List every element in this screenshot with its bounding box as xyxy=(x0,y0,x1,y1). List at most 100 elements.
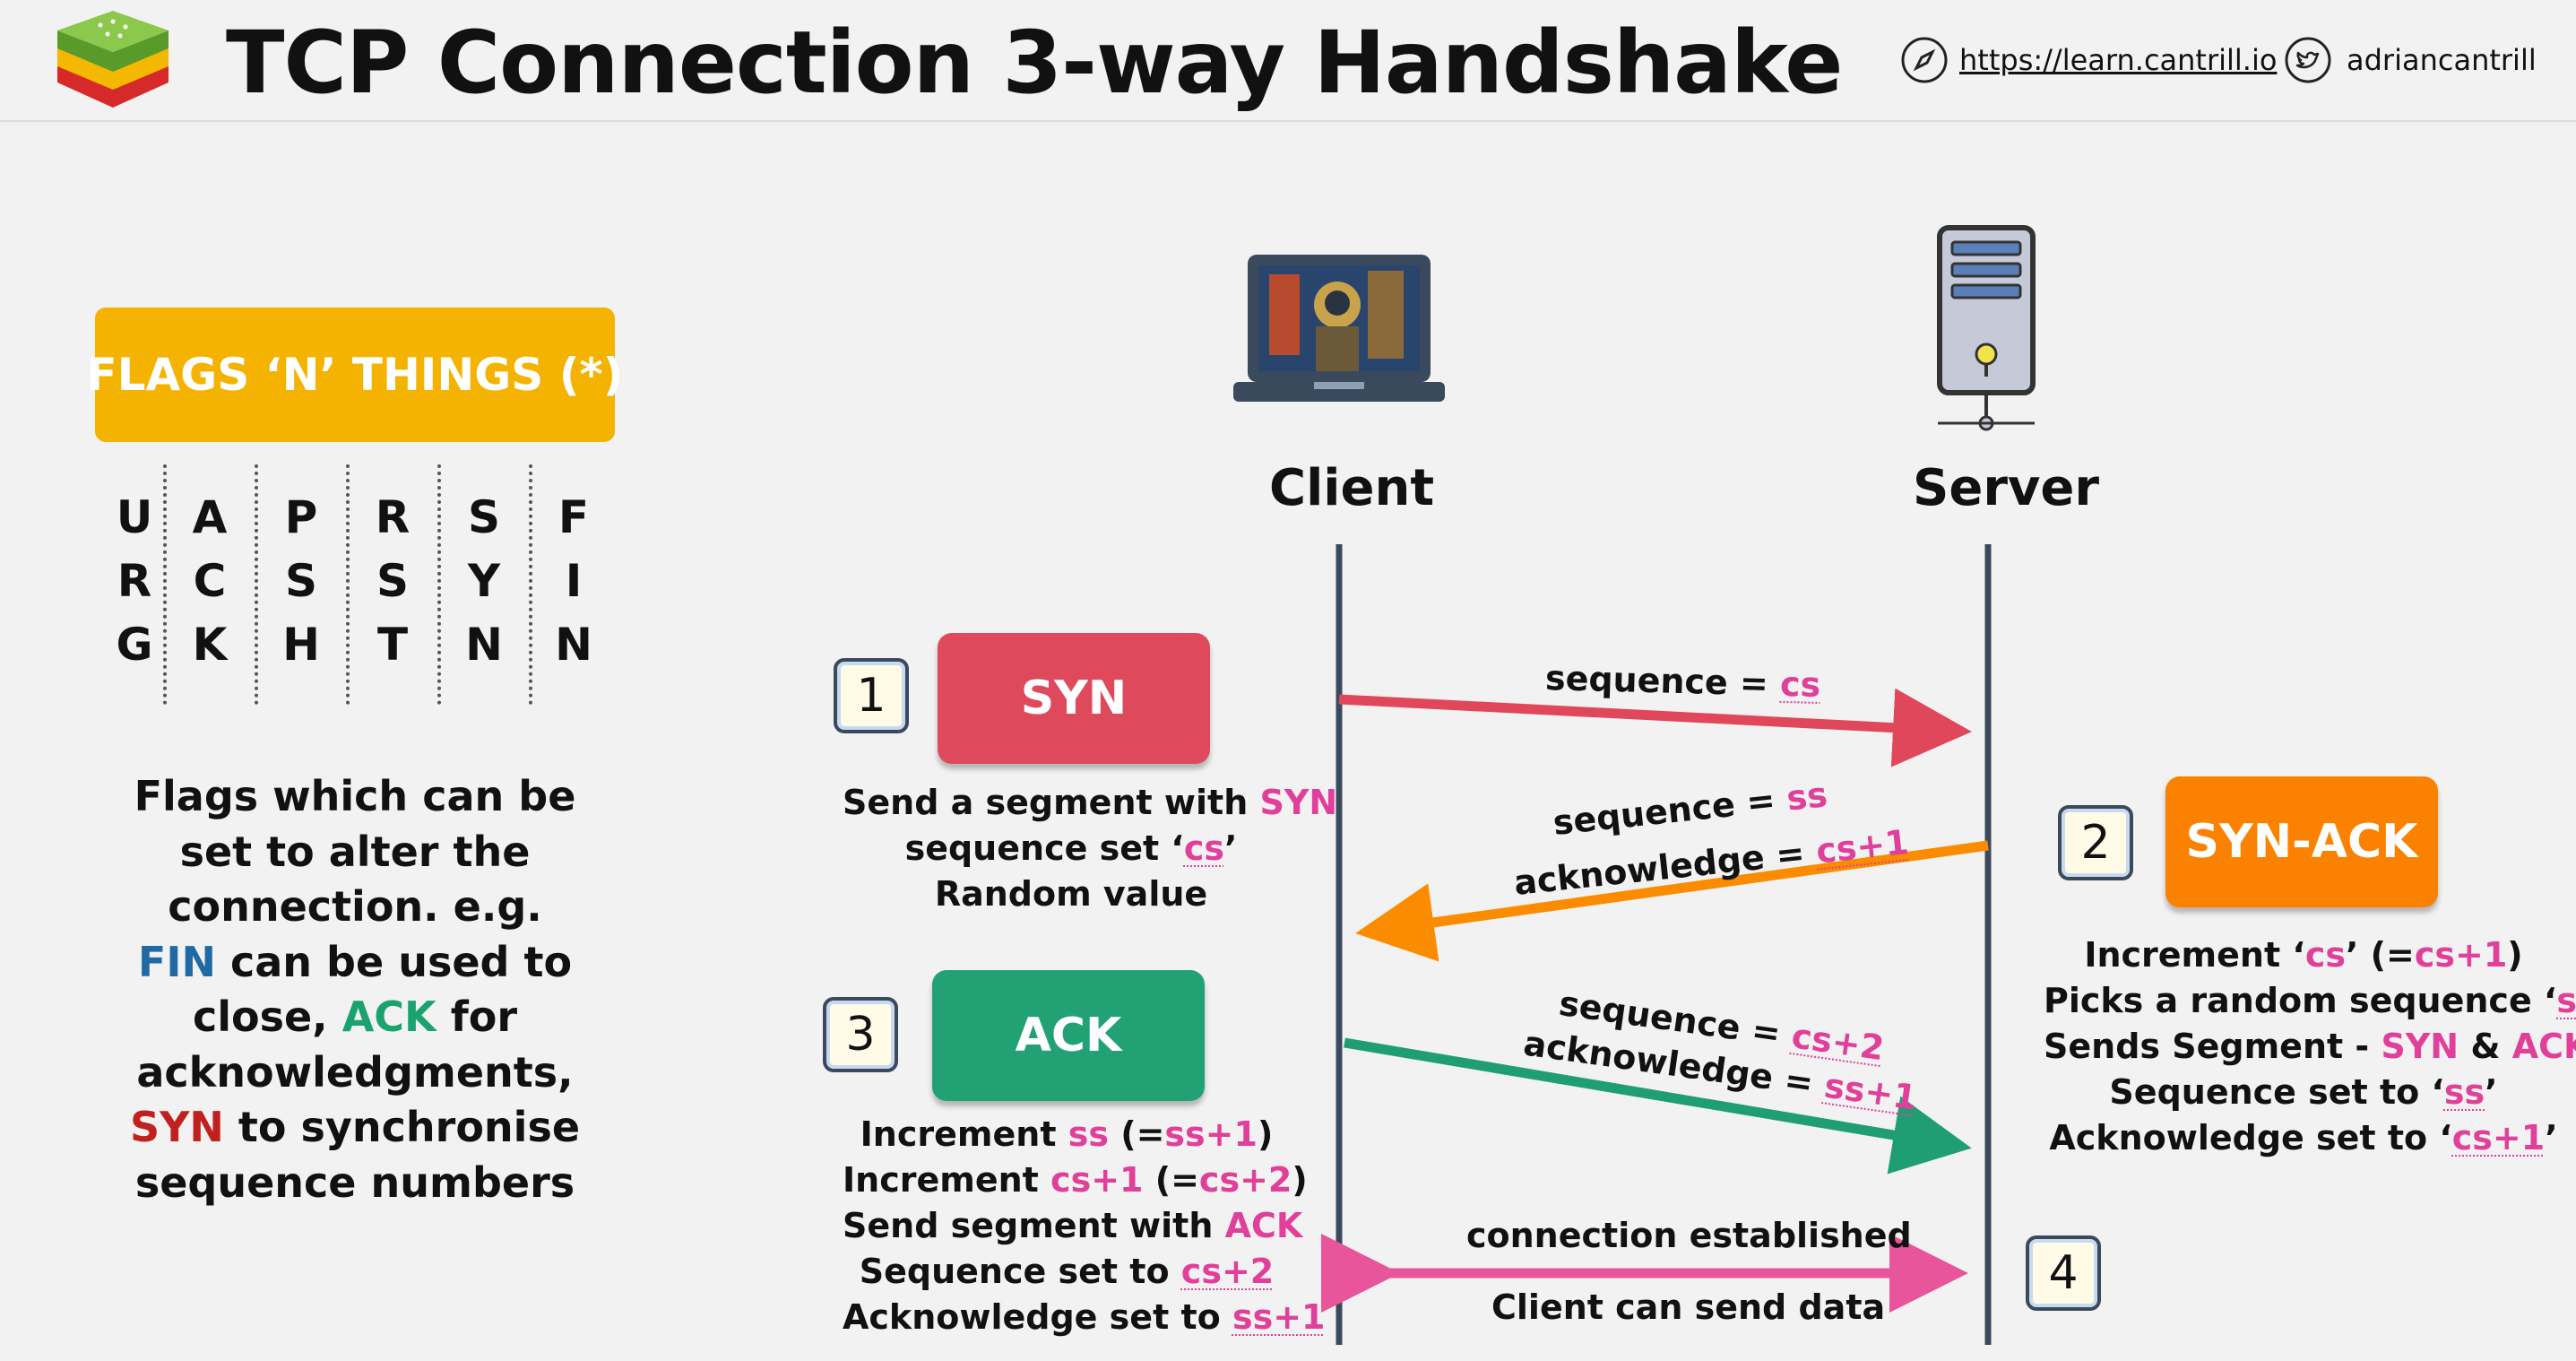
client-send-label: Client can send data xyxy=(1491,1287,1886,1327)
text-line: Increment ‘cs’ (=cs+1) xyxy=(2044,932,2563,978)
text: cs xyxy=(2304,935,2346,975)
text: cs+2 xyxy=(1180,1252,1275,1291)
flag-letter: G xyxy=(116,619,153,671)
flag-letter: N xyxy=(465,619,503,671)
desc-text: close, xyxy=(192,993,342,1041)
step-1-badge: 1 xyxy=(834,658,909,733)
flag-letter: F xyxy=(558,491,590,543)
flag-ack: ACK xyxy=(341,993,437,1041)
step-4-badge: 4 xyxy=(2026,1235,2101,1311)
flags-description: Flags which can be set to alter the conn… xyxy=(117,769,593,1210)
flag-letter: R xyxy=(375,491,411,543)
flag-letter: R xyxy=(117,555,152,607)
text: ’ xyxy=(2545,1118,2558,1157)
desc-line: Flags which can be xyxy=(134,772,576,820)
text: cs xyxy=(1183,828,1224,868)
text: Acknowledge set to ‘ xyxy=(2049,1118,2452,1157)
step-3-badge: 3 xyxy=(823,997,898,1072)
site-link[interactable]: https://learn.cantrill.io xyxy=(1959,43,2278,77)
text: ss xyxy=(1068,1114,1109,1154)
text: Send a segment with xyxy=(843,783,1260,822)
page-title: TCP Connection 3-way Handshake xyxy=(226,13,1843,113)
flag-letter: P xyxy=(284,491,318,543)
flag-syn: SYN xyxy=(129,1103,224,1151)
text-line: Increment cs+1 (=cs+2) xyxy=(843,1157,1308,1203)
text: sequence set ‘ xyxy=(904,828,1184,868)
text: Sequence set to ‘ xyxy=(2109,1072,2444,1112)
text: ss xyxy=(2556,981,2576,1020)
text: (= xyxy=(1143,1160,1199,1200)
text: Picks a random sequence ‘ xyxy=(2044,981,2557,1020)
twitter-handle[interactable]: adriancantrill xyxy=(2347,43,2537,77)
flag-letter: N xyxy=(555,619,592,671)
client-label: Client xyxy=(1269,459,1435,517)
ack-pill: ACK xyxy=(932,970,1205,1101)
text-line: sequence set ‘cs’ xyxy=(843,826,1300,871)
text: ’ xyxy=(1223,828,1238,868)
flag-letter: H xyxy=(282,619,320,671)
text: cs+1 xyxy=(1050,1160,1144,1200)
step-2-badge: 2 xyxy=(2058,805,2133,880)
step-1-text: Send a segment with SYN sequence set ‘cs… xyxy=(843,780,1337,917)
flag-letter: S xyxy=(284,555,317,607)
text-line: Acknowledge set to ss+1 xyxy=(843,1295,1326,1340)
text: ACK xyxy=(1224,1206,1303,1245)
flag-letter: K xyxy=(192,619,228,671)
text: Increment xyxy=(860,1114,1068,1154)
syn-pill: SYN xyxy=(938,633,1210,764)
header-bar xyxy=(0,0,2576,122)
step-3-text: Increment ss (=ss+1) Increment cs+1 (=cs… xyxy=(843,1112,1326,1340)
flag-divider xyxy=(163,464,167,705)
server-icon xyxy=(1937,225,2036,431)
flag-letter: I xyxy=(565,555,583,607)
text: Send segment with xyxy=(843,1206,1225,1245)
flag-letter: A xyxy=(192,491,228,543)
desc-text: can be used to xyxy=(215,937,573,986)
label-text: sequence = xyxy=(1544,657,1781,704)
text: cs+2 xyxy=(1198,1160,1292,1200)
label-value: cs xyxy=(1779,663,1821,706)
flag-letter: T xyxy=(376,619,409,671)
compass-icon xyxy=(1901,37,1948,83)
desc-line: acknowledgments, xyxy=(136,1047,574,1097)
desc-line: set to alter the xyxy=(179,827,531,876)
text-line: Sends Segment - SYN & ACK xyxy=(2044,1024,2576,1070)
text: ) xyxy=(1292,1160,1308,1200)
flag-letter: Y xyxy=(467,555,501,607)
text-line: Sequence set to cs+2 xyxy=(843,1249,1291,1295)
desc-text: for xyxy=(436,993,518,1041)
arrow-ack xyxy=(1344,1037,1972,1175)
laptop-icon xyxy=(1233,255,1445,402)
desc-line: connection. e.g. xyxy=(168,882,542,931)
flag-fin: FIN xyxy=(137,937,216,986)
desc-text: to synchronise xyxy=(223,1103,581,1151)
text: SYN xyxy=(2381,1027,2459,1066)
text: ACK xyxy=(2511,1027,2576,1066)
arrow-synack xyxy=(1355,840,1989,962)
twitter-bird-icon xyxy=(2285,37,2331,83)
established-label: connection established xyxy=(1466,1216,1912,1255)
flag-letter: U xyxy=(116,491,153,543)
flags-title-box: FLAGS ‘N’ THINGS (*) xyxy=(86,308,624,442)
desc-line: FIN can be used to xyxy=(117,935,593,991)
text: (= xyxy=(1108,1114,1165,1154)
label-value: ss xyxy=(1785,775,1829,819)
text: cs+1 xyxy=(2414,935,2508,975)
text: ) xyxy=(1257,1114,1274,1154)
text-line: Send segment with ACK xyxy=(843,1203,1302,1249)
flag-letter: S xyxy=(467,491,500,543)
flag-divider xyxy=(346,464,350,705)
flag-letter: S xyxy=(376,555,409,607)
desc-line: sequence numbers xyxy=(134,1157,575,1207)
layered-cube-logo-icon xyxy=(57,11,169,108)
text: Increment xyxy=(843,1160,1051,1200)
desc-line: SYN to synchronise xyxy=(117,1100,593,1156)
text: cs+1 xyxy=(2451,1118,2546,1157)
text: ) xyxy=(2507,935,2523,975)
text: Sends Segment - xyxy=(2044,1027,2382,1066)
text-line: Acknowledge set to ‘cs+1’ xyxy=(2044,1115,2563,1161)
